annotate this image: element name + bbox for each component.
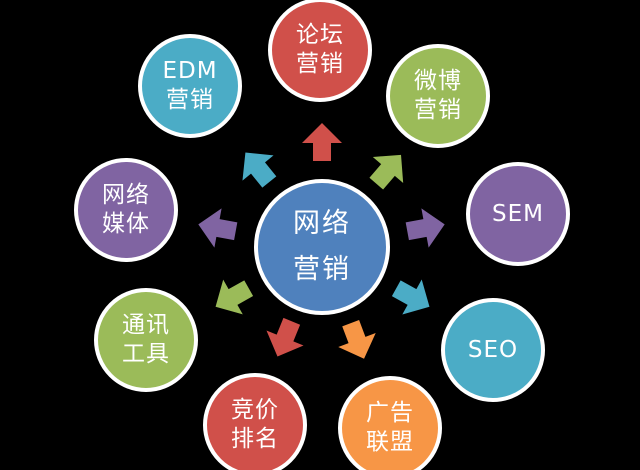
node-seo: SEO: [441, 298, 545, 402]
arrow-ad-alliance: [338, 319, 376, 359]
node-label: SEO: [467, 336, 519, 363]
node-label: 竞价: [231, 397, 279, 424]
node-edm-marketing: EDM 营销: [138, 34, 242, 138]
node-label: 营销: [414, 97, 462, 123]
arrow-seo: [391, 279, 430, 315]
node-label: SEM: [492, 200, 544, 227]
arrow-sem: [405, 208, 445, 248]
node-forum-marketing: 论坛 营销: [268, 0, 372, 102]
node-label: 营销: [166, 87, 214, 113]
center-line-2: 营销: [293, 254, 351, 285]
node-label: 网络: [102, 182, 150, 209]
arrow-edm: [242, 152, 277, 188]
node-label: 广告: [366, 400, 414, 427]
arrow-im-tools: [215, 279, 254, 315]
arrow-web-media: [198, 208, 238, 248]
node-label: 微博: [414, 68, 462, 95]
node-ad-alliance: 广告 联盟: [338, 376, 442, 470]
node-sem: SEM: [466, 162, 570, 266]
center-line-1: 网络: [293, 208, 351, 240]
node-label: 工具: [122, 341, 170, 367]
arrow-bidding: [266, 317, 304, 357]
node-label: 营销: [296, 51, 344, 77]
node-label: 通讯: [122, 312, 170, 339]
node-bidding-ranking: 竞价 排名: [203, 373, 307, 470]
arrow-weibo: [369, 154, 404, 190]
node-web-media: 网络 媒体: [74, 158, 178, 262]
arrow-forum: [302, 123, 342, 161]
node-label: 论坛: [296, 22, 344, 49]
node-weibo-marketing: 微博 营销: [386, 44, 490, 148]
node-label: EDM: [162, 58, 218, 85]
node-im-tools: 通讯 工具: [94, 288, 198, 392]
node-label: 排名: [231, 426, 279, 452]
center-node-network-marketing: 网络 营销: [254, 179, 390, 315]
node-label: 联盟: [366, 429, 414, 455]
node-label: 媒体: [102, 211, 150, 237]
